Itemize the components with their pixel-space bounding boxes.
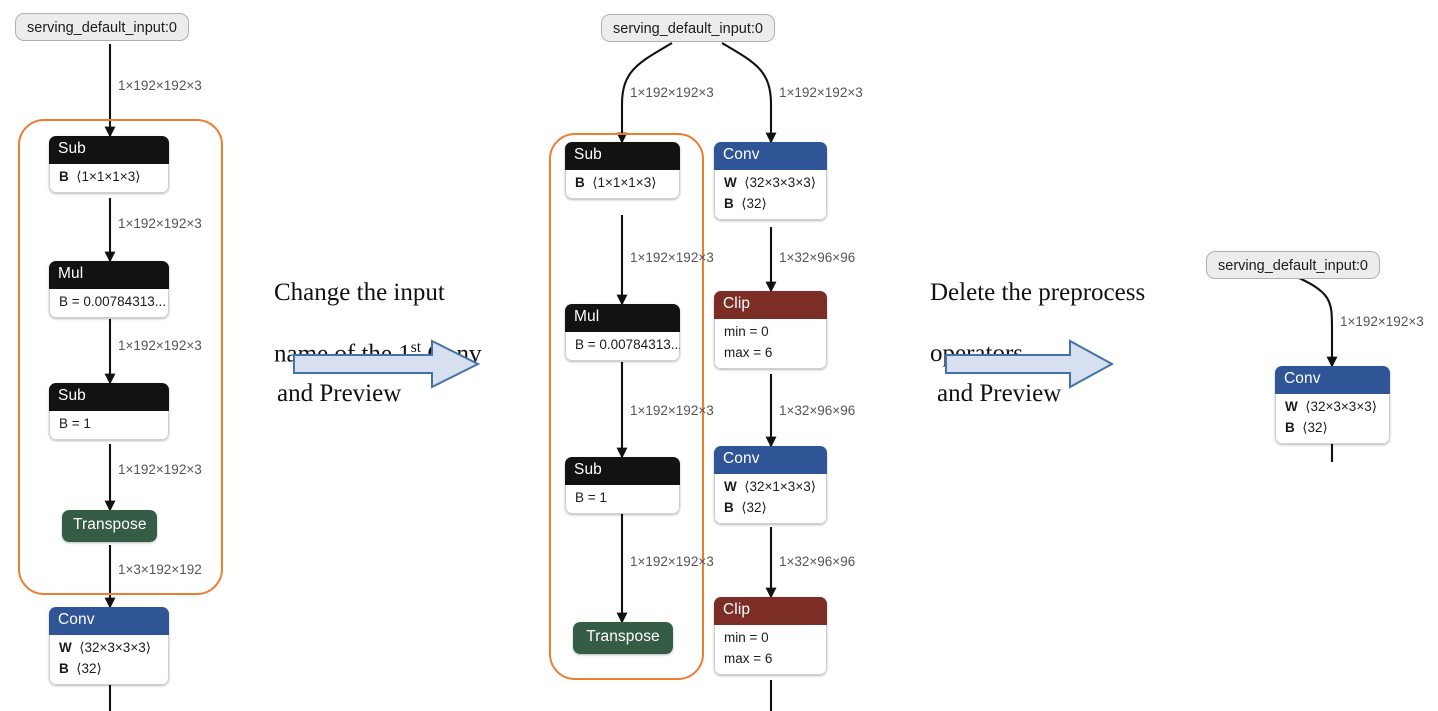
annotation-line2-sup: st [410,338,422,356]
op-node-clip-2[interactable]: Clip min = 0 max = 6 [714,597,827,675]
edge-label: 1×32×96×96 [779,554,856,569]
op-body: B = 0.00784313... [565,331,680,361]
op-header: Sub [565,142,680,170]
input-node-original[interactable]: serving_default_input:0 [15,13,189,41]
op-node-transpose[interactable]: Transpose [573,622,673,654]
op-node-sub-2[interactable]: Sub B = 1 [49,383,169,440]
op-body: W ⟨32×3×3×3⟩ B ⟨32⟩ [1275,393,1390,444]
op-attr-row: min = 0 [724,323,769,339]
edge-label: 1×192×192×3 [118,216,202,231]
op-header: Conv [714,142,827,170]
op-attr-row: B = 0.00784313... [575,336,680,352]
preprocess-group-rewired [549,133,704,680]
edge-label: 1×3×192×192 [118,562,202,577]
op-node-sub[interactable]: Sub B ⟨1×1×1×3⟩ [565,142,680,199]
op-attr-row: B ⟨1×1×1×3⟩ [575,174,657,190]
op-header: Mul [565,304,680,332]
op-attr-row: B = 1 [59,415,91,431]
op-body: min = 0 max = 6 [714,624,827,675]
op-attr-row: W ⟨32×3×3×3⟩ [59,639,151,655]
annotation-footer-1: and Preview [277,380,402,407]
op-header: Conv [49,607,169,635]
op-node-conv-2[interactable]: Conv W ⟨32×1×3×3⟩ B ⟨32⟩ [714,446,827,524]
input-node-cleaned[interactable]: serving_default_input:0 [1206,251,1380,279]
op-attr-row: min = 0 [724,629,769,645]
op-header: Sub [565,457,680,485]
edge-label: 1×192×192×3 [1340,314,1424,329]
annotation-text-2: Delete the preprocess operators [930,247,1195,369]
edge-label: 1×32×96×96 [779,250,856,265]
op-body: min = 0 max = 6 [714,318,827,369]
op-header: Sub [49,383,169,411]
edge-label: 1×192×192×3 [630,554,714,569]
op-node-sub-2[interactable]: Sub B = 1 [565,457,680,514]
input-node-rewired[interactable]: serving_default_input:0 [601,14,775,42]
op-body: B ⟨1×1×1×3⟩ [565,169,680,199]
op-node-conv[interactable]: Conv W ⟨32×3×3×3⟩ B ⟨32⟩ [714,142,827,220]
edge-label: 1×192×192×3 [118,462,202,477]
preprocess-group-original [18,119,223,595]
op-header: Conv [1275,366,1390,394]
edge-label: 1×192×192×3 [779,85,863,100]
op-attr-row: W ⟨32×3×3×3⟩ [1285,398,1377,414]
op-attr-row: B ⟨1×1×1×3⟩ [59,168,141,184]
edge-label: 1×192×192×3 [630,403,714,418]
op-header: Conv [714,446,827,474]
edge-label: 1×192×192×3 [118,78,202,93]
op-header: Mul [49,261,169,289]
op-node-conv[interactable]: Conv W ⟨32×3×3×3⟩ B ⟨32⟩ [49,607,169,685]
op-node-mul[interactable]: Mul B = 0.00784313... [565,304,680,361]
op-body: W ⟨32×3×3×3⟩ B ⟨32⟩ [714,169,827,220]
op-body: W ⟨32×3×3×3⟩ B ⟨32⟩ [49,634,169,685]
op-attr-row: B ⟨32⟩ [724,195,767,211]
op-attr-row: W ⟨32×1×3×3⟩ [724,478,816,494]
op-body: W ⟨32×1×3×3⟩ B ⟨32⟩ [714,473,827,524]
op-attr-row: B ⟨32⟩ [1285,419,1328,435]
op-attr-row: B = 1 [575,489,607,505]
op-node-mul[interactable]: Mul B = 0.00784313... [49,261,169,318]
op-node-conv[interactable]: Conv W ⟨32×3×3×3⟩ B ⟨32⟩ [1275,366,1390,444]
op-header: Sub [49,136,169,164]
op-attr-row: B = 0.00784313... [59,293,166,309]
op-node-sub[interactable]: Sub B ⟨1×1×1×3⟩ [49,136,169,193]
op-attr-row: B ⟨32⟩ [724,499,767,515]
annotation-footer-2: and Preview [937,380,1062,407]
op-body: B ⟨1×1×1×3⟩ [49,163,169,193]
op-attr-row: max = 6 [724,650,773,666]
op-attr-row: max = 6 [724,344,773,360]
op-attr-row: W ⟨32×3×3×3⟩ [724,174,816,190]
edge-label: 1×192×192×3 [630,85,714,100]
op-header: Transpose [62,510,157,542]
annotation-line1: Change the input [274,278,445,306]
op-attr-row: B ⟨32⟩ [59,660,102,676]
right-arrow-2 [945,339,1115,389]
op-header: Clip [714,597,827,625]
op-body: B = 1 [565,484,680,514]
op-header: Transpose [573,622,673,654]
right-arrow-1 [293,339,481,389]
edge-label: 1×192×192×3 [630,250,714,265]
op-body: B = 1 [49,410,169,440]
edge-label: 1×32×96×96 [779,403,856,418]
edge-label: 1×192×192×3 [118,338,202,353]
op-body: B = 0.00784313... [49,288,169,318]
op-node-transpose[interactable]: Transpose [62,510,157,542]
annotation-line1: Delete the preprocess [930,278,1146,306]
op-header: Clip [714,291,827,319]
op-node-clip[interactable]: Clip min = 0 max = 6 [714,291,827,369]
